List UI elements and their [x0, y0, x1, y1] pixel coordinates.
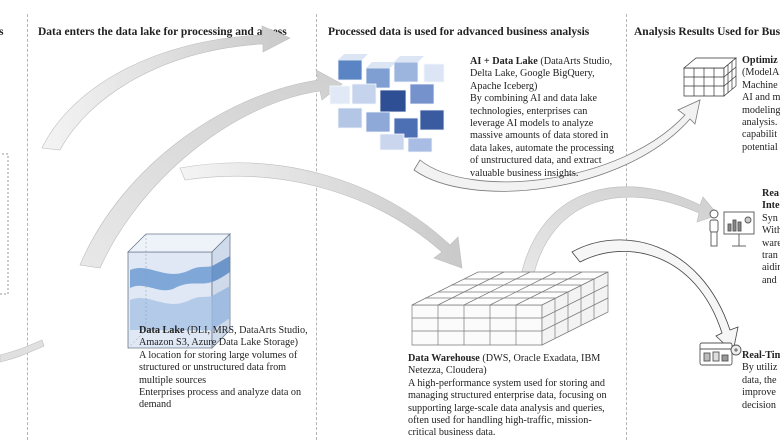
arrow-lake-to-warehouse [179, 162, 463, 269]
rti-line-2: Syn [762, 212, 778, 224]
data-lake-cube-icon [127, 233, 231, 349]
column-divider-3 [626, 14, 627, 440]
ai-data-lake-tools: (DataArts Studio, Delta Lake, Google Big… [470, 56, 613, 92]
data-warehouse-tools: (DWS, Oracle Exadata, IBM Netezza, Cloud… [408, 353, 601, 377]
data-lake-desc-2: Enterprises process and analyze data on … [139, 387, 302, 411]
optimize-cube-grid-icon [683, 57, 737, 97]
data-warehouse-grid-icon [411, 271, 609, 346]
data-lake-desc-1: A location for storing large volumes of … [139, 349, 298, 386]
realtime-intelligence-text: Rea Inte Syn With ware tran aidin and [762, 188, 780, 288]
data-lake-title: Data Lake [139, 325, 185, 336]
realtime-text: Real-Tim By utiliz data, the improve dec… [742, 350, 780, 420]
rti-line-6: aidin [762, 262, 780, 274]
optimize-line-3: AI and m [742, 92, 780, 104]
ai-data-lake-text: AI + Data Lake (DataArts Studio, Delta L… [470, 56, 620, 180]
column-header-2: Processed data is used for advanced busi… [328, 26, 590, 38]
data-warehouse-title: Data Warehouse [408, 353, 480, 364]
rti-line-1: Inte [762, 200, 780, 212]
rt-line-3: improve [742, 387, 776, 399]
ai-data-lake-desc: By combining AI and data lake technologi… [470, 93, 614, 179]
rti-line-4: ware [762, 237, 780, 249]
realtime-dashboard-icon [699, 342, 742, 366]
optimize-line-1: (ModelA [742, 67, 780, 79]
data-lake-tools: (DLI, MRS, DataArts Studio, Amazon S3, A… [139, 325, 308, 349]
column-header-1: Data enters the data lake for processing… [38, 26, 287, 38]
column-divider-2 [316, 14, 317, 440]
column-header-0: s [0, 26, 4, 38]
rti-line-3: With [762, 225, 780, 237]
rt-line-2: data, the [742, 374, 777, 386]
source-box-fragment [0, 153, 9, 295]
optimize-line-6: capabilit [742, 129, 778, 141]
rti-line-7: and [762, 274, 777, 286]
rt-line-4: decision [742, 399, 776, 411]
rti-line-0: Rea [762, 188, 779, 199]
optimize-line-4: modeling [742, 104, 780, 116]
rti-line-5: tran [762, 250, 778, 262]
column-header-3: Analysis Results Used for Bus [634, 26, 780, 38]
optimize-line-5: analysis. [742, 117, 778, 129]
optimize-line-2: Machine [742, 79, 778, 91]
rt-line-0: Real-Tim [742, 350, 780, 361]
data-lake-text: Data Lake (DLI, MRS, DataArts Studio, Am… [139, 325, 315, 412]
optimize-line-7: potential [742, 141, 778, 153]
arrow-to-data-lake-stage [41, 25, 291, 151]
optimize-line-0: Optimiz [742, 55, 778, 66]
data-warehouse-text: Data Warehouse (DWS, Oracle Exadata, IBM… [408, 353, 618, 440]
arrow-lake-to-ai [79, 69, 343, 269]
data-warehouse-desc: A high-performance system used for stori… [408, 377, 607, 439]
arrow-into-data-lake [0, 339, 45, 363]
column-divider-1 [27, 14, 28, 440]
optimize-text: Optimiz (ModelA Machine AI and m modelin… [742, 55, 780, 155]
ai-data-lake-cubes-icon [329, 54, 445, 153]
rt-line-1: By utiliz [742, 362, 778, 374]
arrow-ai-to-optimize [413, 99, 701, 192]
presentation-person-icon [709, 209, 755, 247]
ai-data-lake-title: AI + Data Lake [470, 56, 538, 67]
